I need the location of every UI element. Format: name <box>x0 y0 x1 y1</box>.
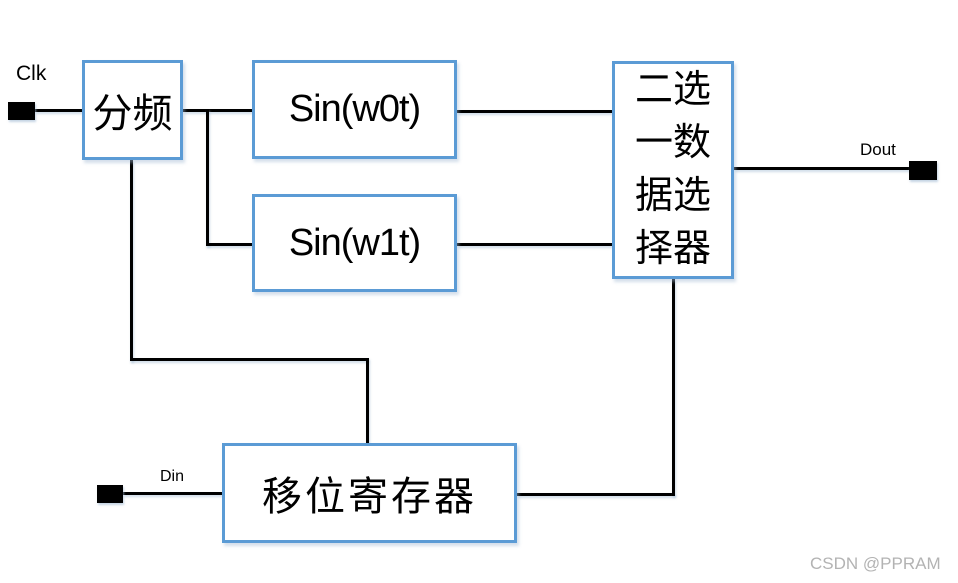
wire-shift-to-mux-horizontal <box>517 493 675 496</box>
clk-label: Clk <box>16 62 47 85</box>
din-label: Din <box>160 468 185 485</box>
wire-sin0-to-mux <box>457 110 612 113</box>
wire-divider-to-sin0 <box>183 109 252 112</box>
sin-w0t-block: Sin(w0t) <box>252 60 457 159</box>
shift-register-block: 移位寄存器 <box>222 443 517 543</box>
wire-clk-to-divider <box>35 109 82 112</box>
sin-w1t-block: Sin(w1t) <box>252 194 457 292</box>
shift-register-label: 移位寄存器 <box>262 475 477 519</box>
wire-din-to-shift <box>123 492 222 495</box>
mux-2to1-label: 二选一数据选择器 <box>634 69 711 270</box>
watermark-text: CSDN @PPRAM <box>810 554 941 573</box>
frequency-divider-block: 分频 <box>82 60 183 160</box>
clk-pin <box>8 102 35 120</box>
mux-2to1-block: 二选一数据选择器 <box>612 61 734 279</box>
wire-sin1-to-mux <box>457 243 612 246</box>
wire-branch-to-sin1 <box>206 243 252 246</box>
sin-w1t-label: Sin(w1t) <box>288 221 421 264</box>
sin-w0t-label: Sin(w0t) <box>288 88 421 130</box>
wire-divider-branch-vertical <box>206 109 209 246</box>
wire-divider-to-shift-horizontal <box>130 358 368 361</box>
wire-shift-to-mux-vertical <box>672 279 675 496</box>
din-pin <box>97 485 123 503</box>
dout-pin <box>909 161 937 180</box>
wire-divider-down-vertical <box>130 160 133 361</box>
wire-divider-to-shift-vertical <box>366 358 369 443</box>
wire-mux-to-dout <box>734 167 909 170</box>
frequency-divider-label: 分频 <box>92 92 173 136</box>
dout-label: Dout <box>860 140 896 159</box>
